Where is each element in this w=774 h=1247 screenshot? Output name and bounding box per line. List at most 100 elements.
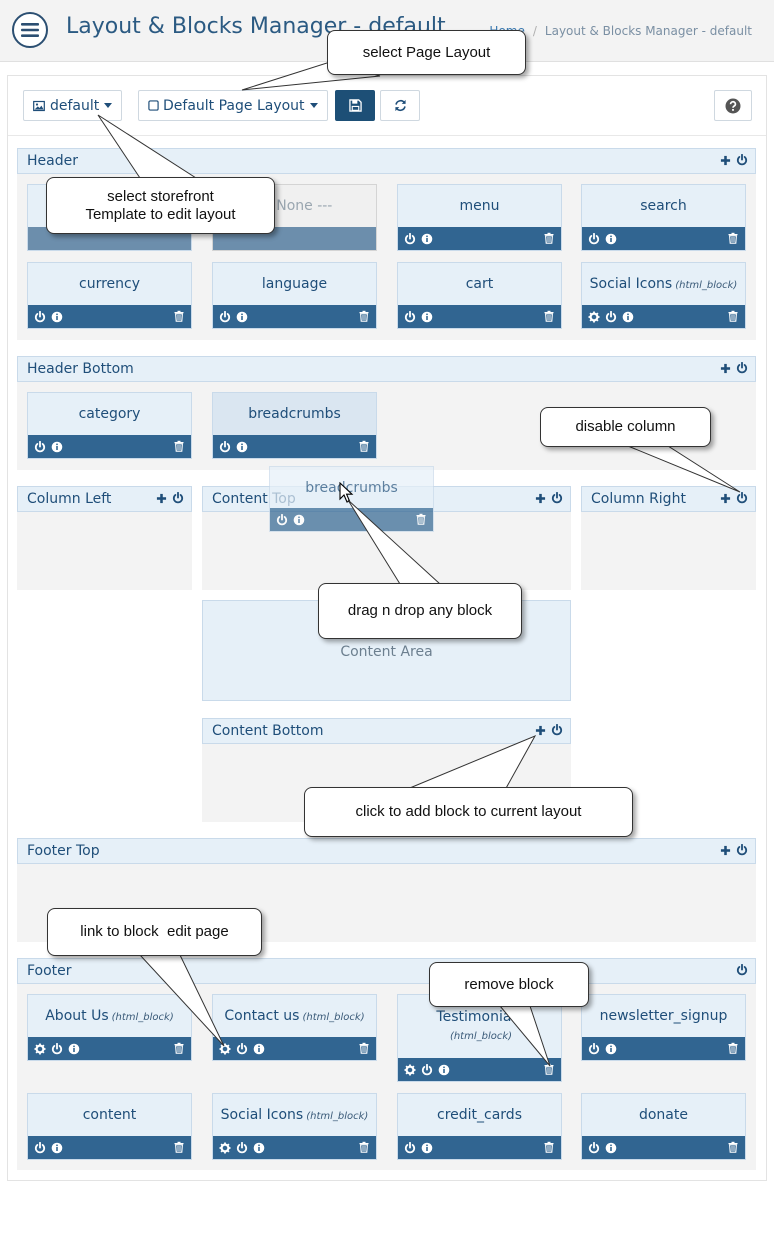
power-icon[interactable] <box>404 233 416 245</box>
trash-icon[interactable] <box>173 1042 185 1054</box>
trash-icon[interactable] <box>358 310 370 322</box>
trash-icon[interactable] <box>415 513 427 525</box>
block-donate[interactable]: donate <box>581 1093 746 1160</box>
power-icon[interactable] <box>605 311 617 323</box>
info-icon[interactable] <box>421 233 433 245</box>
info-icon[interactable] <box>51 311 63 323</box>
add-block-icon[interactable] <box>535 725 546 736</box>
power-icon[interactable] <box>551 492 563 504</box>
block-social-icons-header[interactable]: Social Icons(html_block) <box>581 262 746 329</box>
power-icon[interactable] <box>551 724 563 736</box>
block-credit-cards[interactable]: credit_cards <box>397 1093 562 1160</box>
trash-icon[interactable] <box>173 1141 185 1153</box>
trash-icon[interactable] <box>358 440 370 452</box>
power-icon[interactable] <box>736 964 748 976</box>
power-icon[interactable] <box>421 1064 433 1076</box>
info-icon[interactable] <box>68 1043 80 1055</box>
block-menu[interactable]: menu <box>397 184 562 251</box>
block-name: Social Icons <box>220 1107 304 1123</box>
power-icon[interactable] <box>588 1043 600 1055</box>
info-icon[interactable] <box>421 1142 433 1154</box>
add-block-icon[interactable] <box>720 493 731 504</box>
power-icon[interactable] <box>588 1142 600 1154</box>
block-breadcrumbs[interactable]: breadcrumbs <box>212 392 377 459</box>
info-icon[interactable] <box>605 1142 617 1154</box>
power-icon[interactable] <box>34 1142 46 1154</box>
power-icon[interactable] <box>404 1142 416 1154</box>
power-icon[interactable] <box>34 311 46 323</box>
info-icon[interactable] <box>51 441 63 453</box>
power-icon[interactable] <box>736 492 748 504</box>
block-newsletter-signup[interactable]: newsletter_signup <box>581 994 746 1061</box>
info-icon[interactable] <box>253 1142 265 1154</box>
block-search[interactable]: search <box>581 184 746 251</box>
section-title: Footer Top <box>27 843 100 859</box>
section-title: Header Bottom <box>27 361 134 377</box>
power-icon[interactable] <box>736 844 748 856</box>
info-icon[interactable] <box>293 514 305 526</box>
info-icon[interactable] <box>605 233 617 245</box>
page-layout-select-button[interactable]: Default Page Layout <box>138 90 328 121</box>
trash-icon[interactable] <box>543 310 555 322</box>
info-icon[interactable] <box>236 311 248 323</box>
gear-icon[interactable] <box>34 1043 46 1055</box>
power-icon[interactable] <box>236 1043 248 1055</box>
gear-icon[interactable] <box>588 311 600 323</box>
refresh-button[interactable] <box>380 90 420 121</box>
add-block-icon[interactable] <box>535 493 546 504</box>
trash-icon[interactable] <box>543 1063 555 1075</box>
power-icon[interactable] <box>172 492 184 504</box>
trash-icon[interactable] <box>173 440 185 452</box>
block-name: Contact us <box>224 1008 300 1024</box>
power-icon[interactable] <box>404 311 416 323</box>
info-icon[interactable] <box>622 311 634 323</box>
block-testimonials[interactable]: Testimonials(html_block) <box>397 994 562 1082</box>
trash-icon[interactable] <box>727 1141 739 1153</box>
info-icon[interactable] <box>605 1043 617 1055</box>
power-icon[interactable] <box>51 1043 63 1055</box>
add-block-icon[interactable] <box>720 155 731 166</box>
save-button[interactable] <box>335 90 375 121</box>
info-icon[interactable] <box>421 311 433 323</box>
section-title: Column Right <box>591 491 686 507</box>
trash-icon[interactable] <box>543 232 555 244</box>
trash-icon[interactable] <box>727 1042 739 1054</box>
block-currency[interactable]: currency <box>27 262 192 329</box>
block-contact-us[interactable]: Contact us(html_block) <box>212 994 377 1061</box>
power-icon[interactable] <box>736 154 748 166</box>
block-content[interactable]: content <box>27 1093 192 1160</box>
help-button[interactable] <box>714 90 752 121</box>
power-icon[interactable] <box>276 514 288 526</box>
block-category[interactable]: category <box>27 392 192 459</box>
power-icon[interactable] <box>588 233 600 245</box>
power-icon[interactable] <box>219 311 231 323</box>
power-icon[interactable] <box>34 441 46 453</box>
block-social-icons-footer[interactable]: Social Icons(html_block) <box>212 1093 377 1160</box>
info-icon[interactable] <box>253 1043 265 1055</box>
template-select-button[interactable]: default <box>23 90 123 121</box>
gear-icon[interactable] <box>404 1064 416 1076</box>
trash-icon[interactable] <box>727 310 739 322</box>
add-block-icon[interactable] <box>720 845 731 856</box>
callout-link-block-edit: link to block edit page <box>47 908 262 956</box>
trash-icon[interactable] <box>358 1042 370 1054</box>
power-icon[interactable] <box>236 1142 248 1154</box>
info-icon[interactable] <box>438 1064 450 1076</box>
block-cart[interactable]: cart <box>397 262 562 329</box>
block-name: About Us <box>45 1008 109 1024</box>
trash-icon[interactable] <box>358 1141 370 1153</box>
block-about-us[interactable]: About Us(html_block) <box>27 994 192 1061</box>
trash-icon[interactable] <box>173 310 185 322</box>
trash-icon[interactable] <box>543 1141 555 1153</box>
add-block-icon[interactable] <box>156 493 167 504</box>
gear-icon[interactable] <box>219 1142 231 1154</box>
gear-icon[interactable] <box>219 1043 231 1055</box>
info-icon[interactable] <box>236 441 248 453</box>
menu-toggle-button[interactable] <box>12 12 48 48</box>
info-icon[interactable] <box>51 1142 63 1154</box>
block-language[interactable]: language <box>212 262 377 329</box>
power-icon[interactable] <box>736 362 748 374</box>
trash-icon[interactable] <box>727 232 739 244</box>
add-block-icon[interactable] <box>720 363 731 374</box>
power-icon[interactable] <box>219 441 231 453</box>
